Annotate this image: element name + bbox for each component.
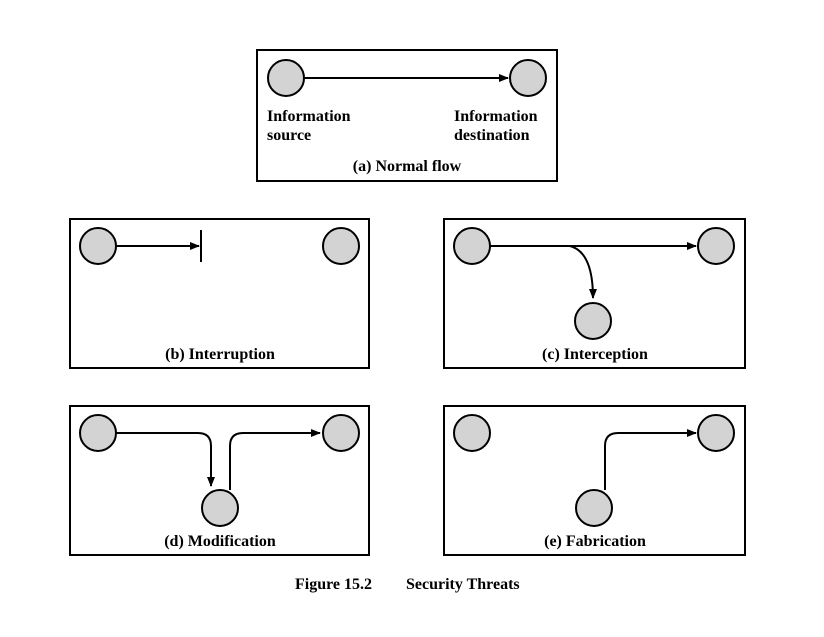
interceptor-node bbox=[574, 302, 612, 340]
panel-fabrication-caption: (e) Fabrication bbox=[544, 533, 646, 550]
fabrication-destination-node bbox=[697, 414, 735, 452]
modifier-node bbox=[201, 489, 239, 527]
modification-destination-node bbox=[322, 414, 360, 452]
panel-interception-caption: (c) Interception bbox=[542, 346, 648, 363]
interruption-destination-node bbox=[322, 227, 360, 265]
panel-interruption-caption: (b) Interruption bbox=[165, 346, 275, 363]
figure-caption: Figure 15.2 Security Threats bbox=[295, 576, 520, 593]
panel-normal-flow: Information source Information destinati… bbox=[256, 49, 558, 182]
fabrication-source-node bbox=[453, 414, 491, 452]
information-destination-node bbox=[509, 59, 547, 97]
information-destination-label-line1: Information bbox=[454, 108, 538, 125]
fabricator-node bbox=[575, 489, 613, 527]
panel-modification: (d) Modification bbox=[69, 405, 370, 556]
interception-branch-arrow bbox=[569, 245, 597, 299]
modification-outbound-arrow bbox=[229, 429, 321, 490]
panel-fabrication: (e) Fabrication bbox=[443, 405, 746, 556]
interruption-source-node bbox=[79, 227, 117, 265]
panel-modification-caption: (d) Modification bbox=[164, 533, 276, 550]
modification-source-node bbox=[79, 414, 117, 452]
fabrication-arrow bbox=[604, 429, 697, 490]
panel-normal-flow-frame bbox=[256, 49, 558, 182]
information-source-node bbox=[267, 59, 305, 97]
figure-title: Security Threats bbox=[406, 576, 520, 593]
panel-normal-flow-caption: (a) Normal flow bbox=[353, 158, 462, 175]
information-destination-label-line2: destination bbox=[454, 127, 530, 144]
panel-interception: (c) Interception bbox=[443, 218, 746, 369]
interception-destination-node bbox=[697, 227, 735, 265]
figure-number: Figure 15.2 bbox=[295, 576, 372, 593]
information-source-label-line2: source bbox=[267, 127, 311, 144]
panel-interruption: (b) Interruption bbox=[69, 218, 370, 369]
information-source-label-line1: Information bbox=[267, 108, 351, 125]
interception-source-node bbox=[453, 227, 491, 265]
modification-inbound-arrow bbox=[116, 432, 215, 487]
panel-interruption-frame bbox=[69, 218, 370, 369]
